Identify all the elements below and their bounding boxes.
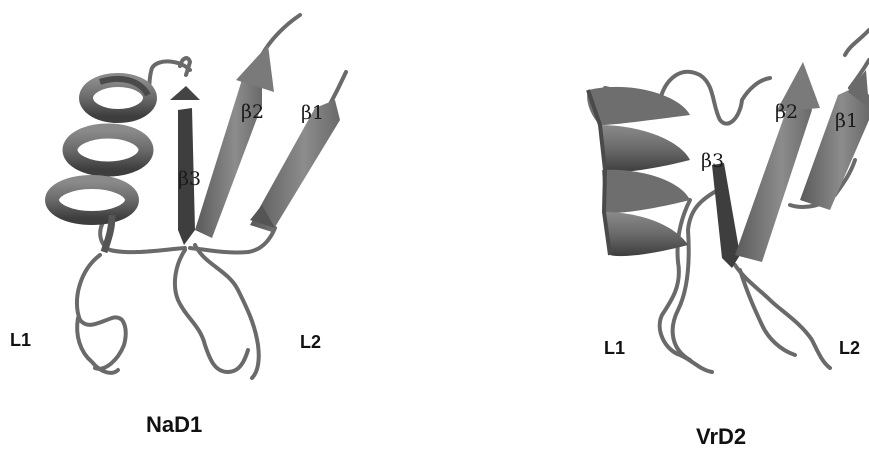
vrd2-beta2-label: β2 — [775, 101, 798, 123]
nad1-beta3-label: β3 — [178, 168, 201, 190]
nad1-structure — [52, 15, 346, 378]
nad1-beta1-label: β1 — [301, 102, 324, 124]
vrd2-loop1-label: L1 — [604, 338, 625, 359]
vrd2-structure — [587, 30, 869, 372]
vrd2-helix — [587, 87, 690, 256]
nad1-loop2-label: L2 — [300, 332, 321, 353]
nad1-loop1-label: L1 — [10, 330, 31, 351]
nad1-strands — [170, 45, 340, 245]
nad1-beta2-label: β2 — [241, 101, 264, 123]
vrd2-beta1-label: β1 — [835, 110, 858, 132]
vrd2-strands — [712, 62, 869, 268]
vrd2-beta3-label: β3 — [701, 150, 724, 172]
vrd2-loop2-label: L2 — [839, 338, 860, 359]
vrd2-title: VrD2 — [696, 424, 746, 450]
nad1-title: NaD1 — [146, 412, 202, 438]
